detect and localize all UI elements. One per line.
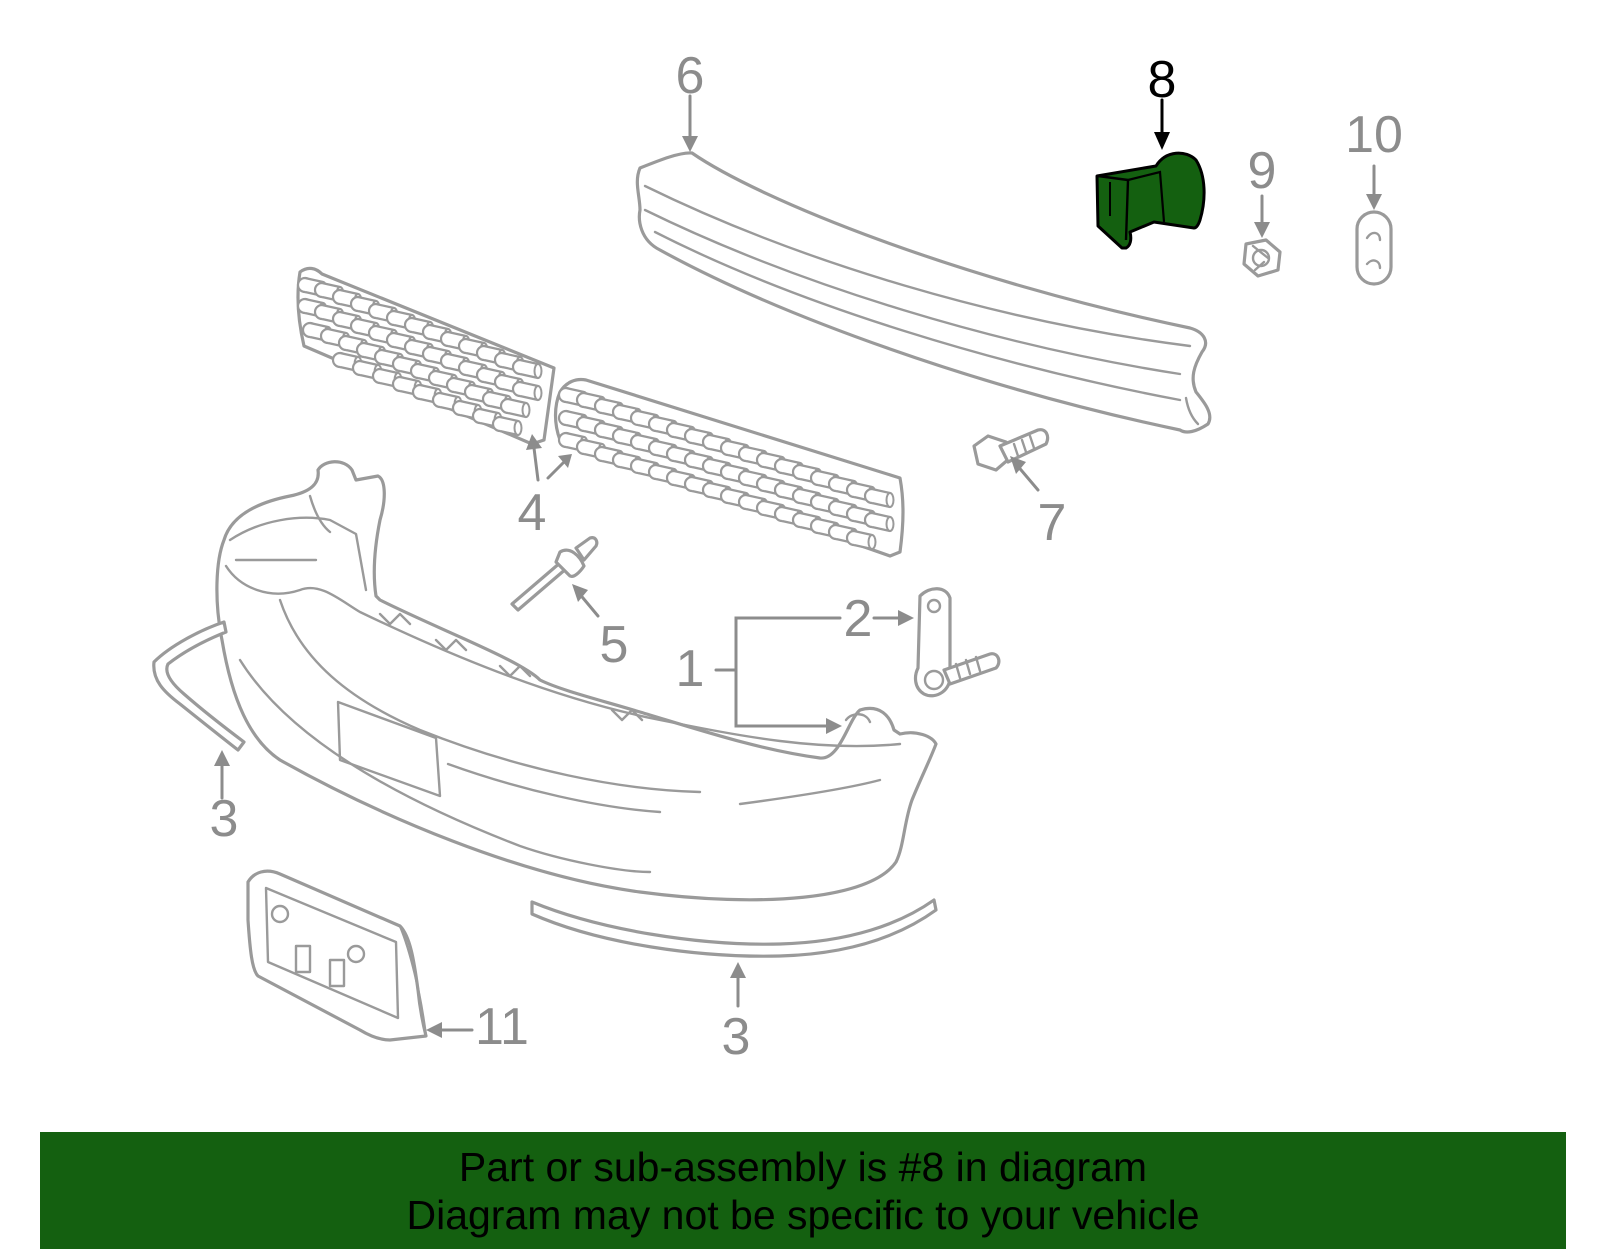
mounting-bracket bbox=[913, 587, 1001, 698]
callout-9: 9 bbox=[1248, 142, 1277, 200]
bolt bbox=[972, 428, 1050, 472]
push-rivet bbox=[510, 536, 599, 612]
callout-8[interactable]: 8 bbox=[1148, 51, 1177, 109]
grille-insert-right bbox=[553, 377, 905, 558]
callout-3-bottom: 3 bbox=[722, 1008, 751, 1066]
callout-2: 2 bbox=[844, 590, 873, 648]
license-plate-bracket bbox=[246, 869, 428, 1042]
callout-labels: 6 8 9 10 7 4 5 2 1 3 3 11 bbox=[210, 47, 1403, 1066]
lower-molding-bottom bbox=[530, 898, 938, 958]
bumper-cover bbox=[215, 460, 938, 902]
nut bbox=[1242, 238, 1282, 278]
callout-5: 5 bbox=[600, 616, 629, 674]
grille-insert-left bbox=[296, 266, 556, 446]
callout-6: 6 bbox=[676, 47, 705, 105]
banner-line-part: Part or sub-assembly is #8 in diagram bbox=[458, 1143, 1148, 1190]
banner-line-disclaimer: Diagram may not be specific to your vehi… bbox=[406, 1191, 1200, 1238]
highlighted-bracket[interactable] bbox=[1095, 151, 1206, 250]
callout-3-left: 3 bbox=[210, 790, 239, 848]
callout-10: 10 bbox=[1345, 106, 1403, 164]
callout-4: 4 bbox=[518, 484, 547, 542]
callout-7: 7 bbox=[1038, 494, 1067, 552]
reinforcement-beam bbox=[635, 151, 1212, 434]
retainer-clip bbox=[1355, 210, 1393, 286]
lower-molding-left bbox=[152, 620, 246, 752]
callout-11: 11 bbox=[475, 998, 529, 1056]
leader-lines bbox=[214, 94, 1382, 1038]
callout-1: 1 bbox=[676, 640, 705, 698]
info-banner: Part or sub-assembly is #8 in diagram Di… bbox=[40, 1132, 1566, 1249]
